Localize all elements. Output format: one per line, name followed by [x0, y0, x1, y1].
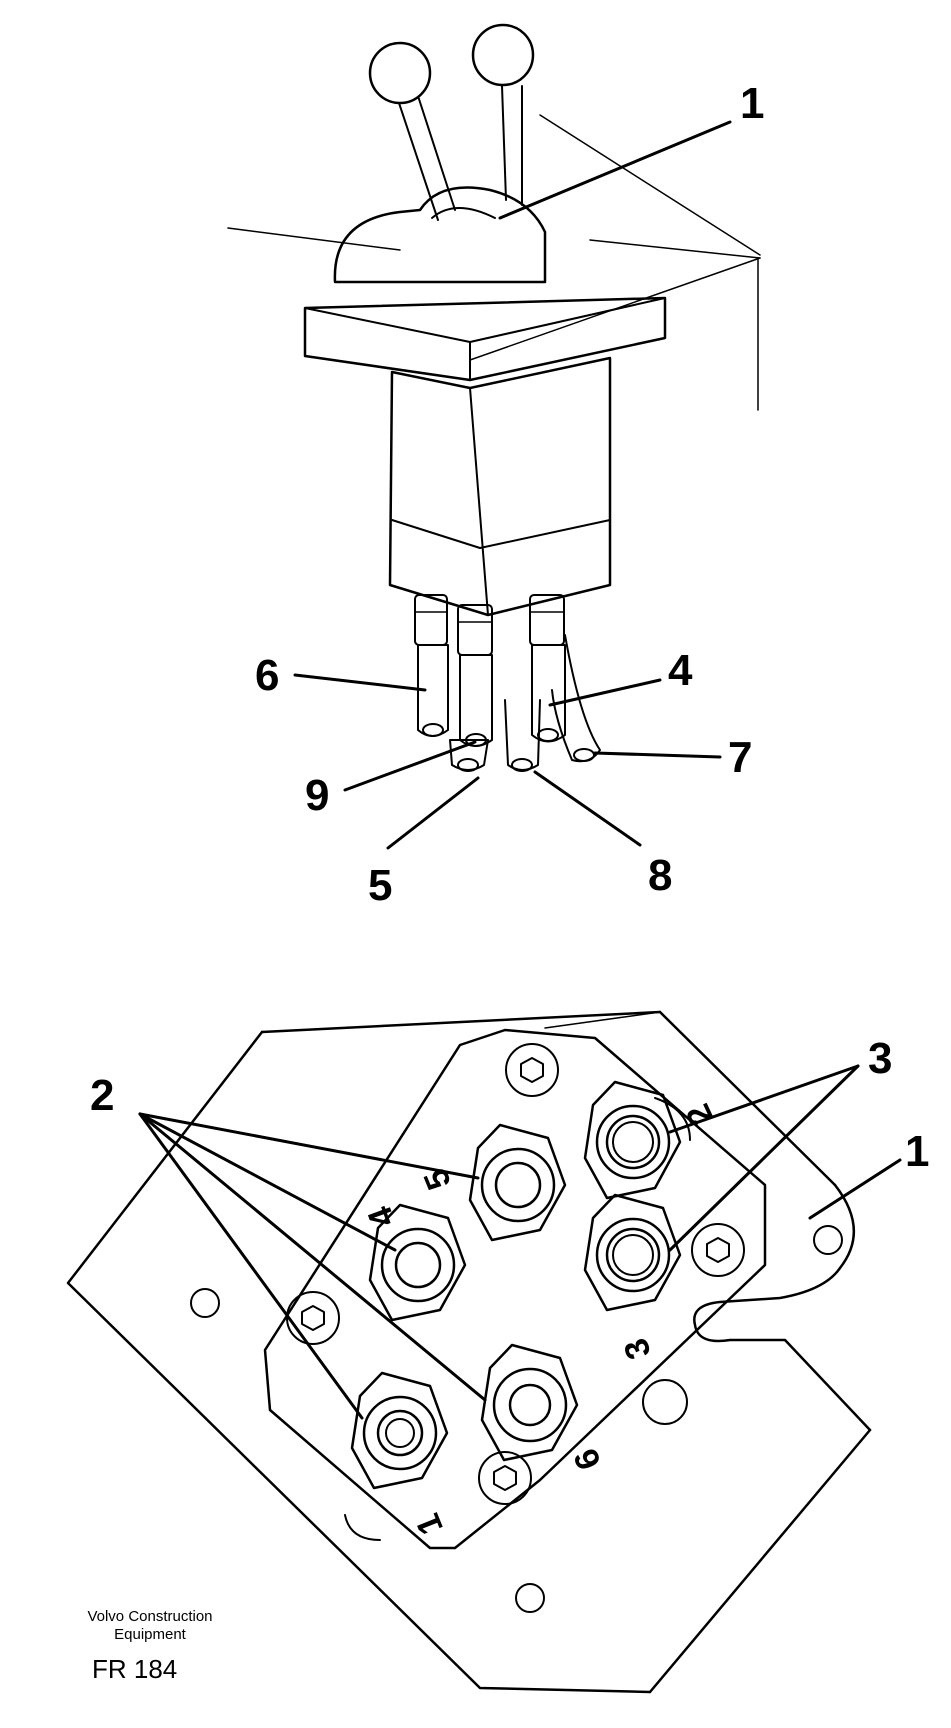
lever-knob-right	[471, 23, 535, 87]
port-1	[350, 1371, 449, 1490]
callout-label: 6	[255, 651, 279, 700]
mounting-outline-lines	[227, 114, 761, 411]
port-3	[583, 1193, 682, 1312]
figure-code: FR 184	[92, 1654, 178, 1684]
control-levers	[368, 23, 535, 221]
valve-body	[388, 356, 612, 617]
callout-label: 1	[905, 1127, 929, 1176]
upper-leader-lines	[293, 120, 732, 850]
flange-plate	[303, 296, 667, 382]
manufacturer-name: Volvo Construction	[87, 1608, 213, 1625]
port-5	[468, 1123, 567, 1242]
callout-label: 8	[648, 851, 672, 900]
port-6	[480, 1343, 579, 1462]
mounting-plate	[66, 1010, 872, 1694]
lever-boot	[333, 186, 547, 284]
flange-bolts	[286, 1043, 745, 1505]
callout-label: 1	[740, 79, 764, 128]
callout-label: 9	[305, 771, 329, 820]
joystick-valve-assembly: 1 6 4 7 9 5 8	[227, 23, 764, 910]
port-label: 3	[617, 1333, 659, 1364]
callout-label: 3	[868, 1034, 892, 1083]
port-label: 4	[361, 1201, 403, 1232]
callout-label: 4	[668, 646, 693, 695]
valve-flange	[263, 1028, 767, 1550]
hydraulic-ports	[350, 1080, 682, 1490]
manufacturer-caption: Volvo Construction Equipment	[55, 1608, 245, 1644]
callout-label: 2	[90, 1071, 114, 1120]
lower-callouts: 2 3 1	[90, 1034, 929, 1176]
manufacturer-name-line2: Equipment	[114, 1626, 186, 1643]
port-4	[368, 1203, 467, 1322]
callout-label: 7	[728, 733, 752, 782]
plate-holes	[190, 1097, 843, 1613]
lower-leader-lines	[138, 1064, 902, 1420]
port-label: 1	[409, 1508, 451, 1540]
callout-label: 5	[368, 861, 392, 910]
port-plate-view: 5 2 4 3 6 1 2 3 1	[66, 1010, 929, 1694]
upper-callouts: 1 6 4 7 9 5 8	[255, 79, 764, 910]
port-2	[583, 1080, 682, 1200]
hose-fittings	[414, 594, 601, 772]
lever-knob-left	[368, 41, 432, 105]
